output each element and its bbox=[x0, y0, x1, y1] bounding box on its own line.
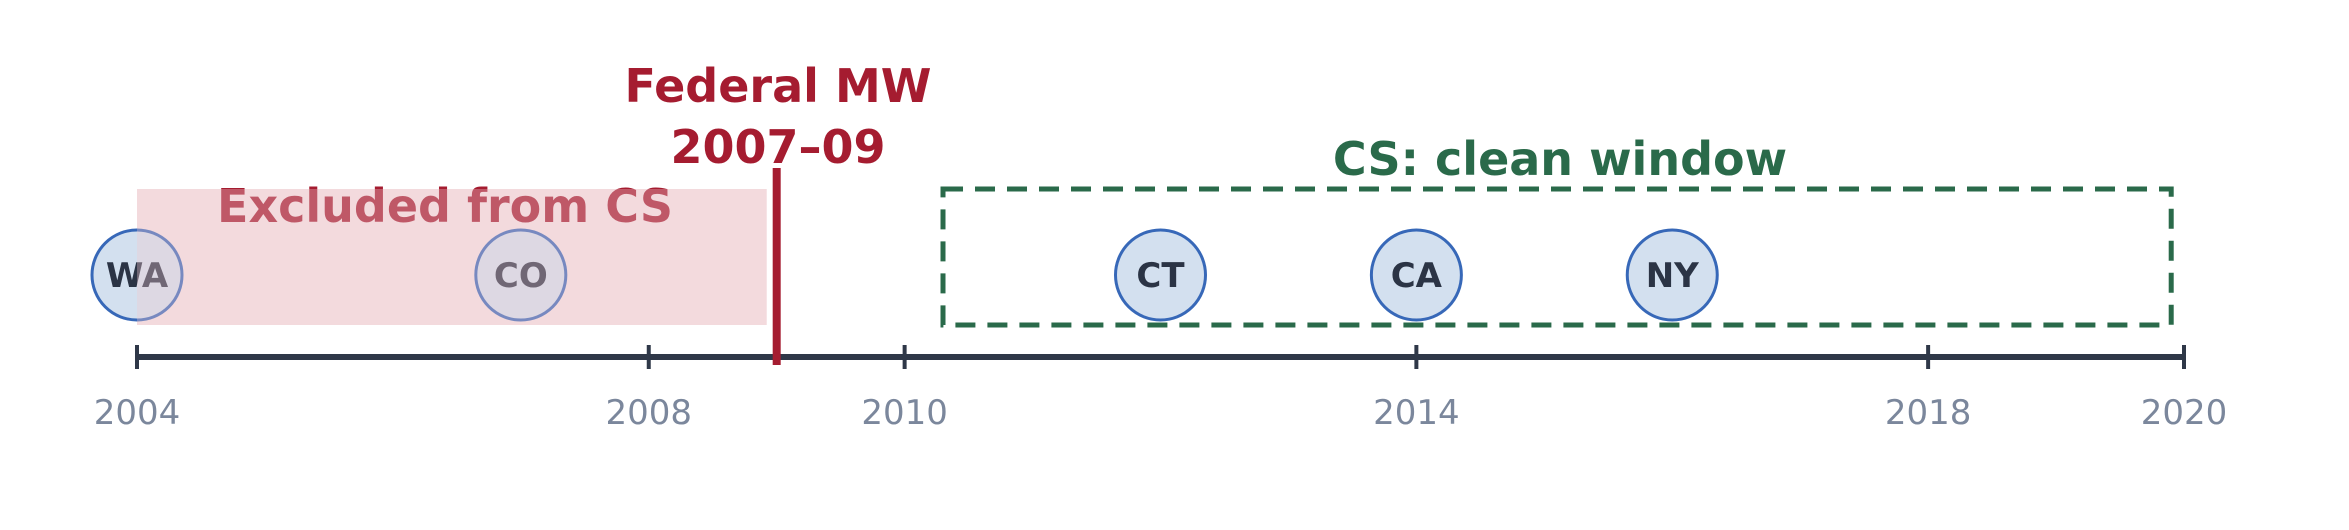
federal-label-line1: Federal MW bbox=[625, 59, 932, 113]
excluded-label: Excluded from CS bbox=[217, 179, 673, 233]
state-marker-label: NY bbox=[1646, 256, 1699, 296]
state-marker-circle bbox=[1625, 228, 1719, 322]
state-marker-circle bbox=[1369, 228, 1463, 322]
state-marker-co: CO bbox=[474, 228, 568, 322]
tick-label: 2008 bbox=[605, 393, 692, 433]
state-marker-circle bbox=[474, 228, 568, 322]
tick-label: 2014 bbox=[1373, 393, 1460, 433]
state-marker-ca: CA bbox=[1369, 228, 1463, 322]
tick-label: 2010 bbox=[861, 393, 948, 433]
excluded-overlay bbox=[137, 189, 767, 325]
tick-label: 2020 bbox=[2141, 393, 2228, 433]
state-markers: WA CO CT CA NY bbox=[90, 228, 1719, 322]
excluded-region bbox=[137, 189, 767, 325]
state-marker-wa: WA bbox=[90, 228, 184, 322]
state-marker-circle bbox=[1114, 228, 1207, 322]
state-marker-label: CA bbox=[1391, 256, 1443, 296]
state-marker-label: CO bbox=[494, 256, 548, 296]
state-marker-label: CT bbox=[1136, 256, 1185, 296]
tick-label: 2004 bbox=[94, 393, 181, 433]
state-marker-circle bbox=[90, 228, 184, 322]
clean-window-label: CS: clean window bbox=[1333, 132, 1787, 186]
clean-window-box bbox=[940, 186, 2174, 328]
state-marker-label: WA bbox=[106, 256, 169, 296]
federal-label-line2: 2007–09 bbox=[670, 120, 885, 174]
state-marker-ct: CT bbox=[1114, 228, 1207, 322]
state-marker-ny: NY bbox=[1625, 228, 1719, 322]
tick-label: 2018 bbox=[1885, 393, 1972, 433]
tick-group: 2004 2008 2010 2014 2018 2020 bbox=[94, 345, 2228, 433]
